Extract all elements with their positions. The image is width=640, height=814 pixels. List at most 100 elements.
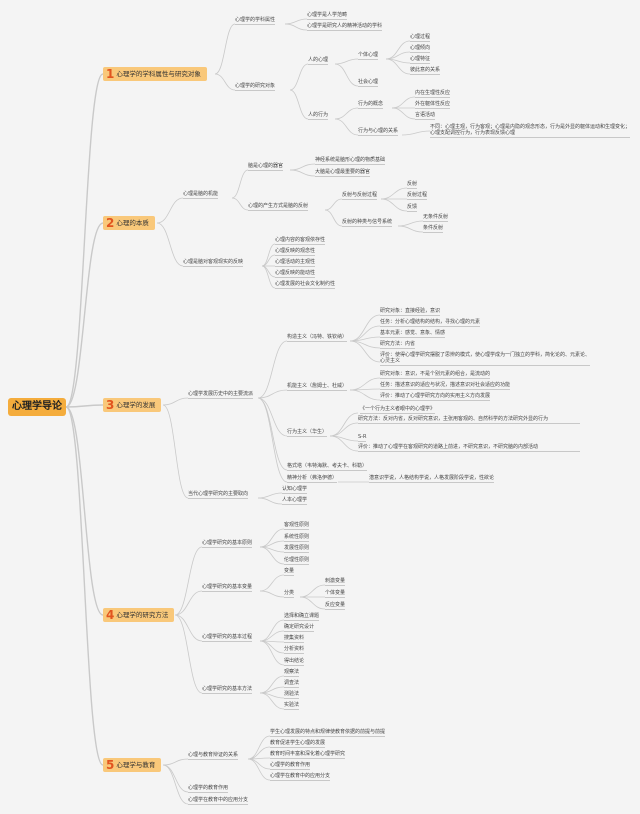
- topic-node[interactable]: 《一个行为主义者眼中的心理学》: [360, 406, 436, 414]
- topic-node[interactable]: 调查法: [284, 680, 300, 688]
- topic-node[interactable]: 大脑是心理最重要的器官: [315, 169, 371, 177]
- topic-node[interactable]: 行为与心理的关系: [358, 128, 399, 136]
- topic-node[interactable]: 个体心理: [358, 52, 379, 60]
- topic-node[interactable]: 刺激变量: [325, 578, 346, 586]
- topic-node[interactable]: 精神分析（弗洛伊德）: [287, 475, 338, 483]
- topic-node[interactable]: 心理过程: [410, 34, 431, 42]
- topic-node[interactable]: 内在生理性反应: [415, 90, 451, 98]
- topic-node[interactable]: 认知心理学: [282, 486, 308, 494]
- topic-node[interactable]: 无条件反射: [423, 214, 449, 222]
- topic-node[interactable]: 当代心理学研究的主要取向: [188, 491, 249, 499]
- topic-node[interactable]: 心理学的研究对象: [235, 83, 276, 91]
- topic-node[interactable]: 反射的种类与信号系统: [342, 219, 393, 227]
- topic-node[interactable]: 任务：分析心理结构的结构，寻找心理的元素: [380, 319, 481, 327]
- topic-node[interactable]: 研究方法：内省: [380, 341, 416, 349]
- topic-node[interactable]: 评价：使得心理学研究摆脱了思辨的模式，使心理学成为一门独立的学科，简化论的、元素…: [380, 352, 591, 366]
- topic-node[interactable]: 行为的概念: [358, 101, 384, 109]
- topic-node[interactable]: 条件反射: [423, 225, 444, 233]
- topic-node[interactable]: 反应变量: [325, 602, 346, 610]
- topic-node[interactable]: 系统性原则: [284, 534, 310, 542]
- root-topic[interactable]: 心理学导论: [8, 398, 66, 416]
- topic-node[interactable]: 构造主义（冯特、铁钦纳）: [287, 334, 348, 342]
- topic-node[interactable]: 观察法: [284, 669, 300, 677]
- topic-node[interactable]: 评价：推动了心理学研究方向的实用主义方向发展: [380, 393, 491, 401]
- topic-node[interactable]: 个体变量: [325, 590, 346, 598]
- topic-node[interactable]: 心理学在教育中的应用分支: [270, 773, 331, 781]
- topic-node[interactable]: 心理学是研究人的精神活动的学科: [307, 23, 383, 31]
- connector-line: [231, 197, 249, 211]
- topic-node[interactable]: 伦理性原则: [284, 557, 310, 565]
- topic-node[interactable]: 格式塔（韦特海默、考夫卡、科勒）: [287, 463, 368, 471]
- topic-node[interactable]: 行为主义（华生）: [287, 429, 328, 437]
- topic-node[interactable]: 外在躯体性反应: [415, 101, 451, 109]
- topic-node[interactable]: 教育促进学生心理的发展: [270, 740, 326, 748]
- topic-node[interactable]: 心理学的教育作用: [270, 762, 311, 770]
- topic-node[interactable]: 教育时间丰富和深化着心理学研究: [270, 751, 346, 759]
- topic-node[interactable]: 学生心理发展的特点和规律使教育依据的前提与前提: [270, 729, 386, 737]
- topic-node[interactable]: 分类: [284, 590, 295, 598]
- topic-node[interactable]: 客观性原则: [284, 522, 310, 530]
- topic-node[interactable]: 心理特征: [410, 56, 431, 64]
- topic-node[interactable]: 心理学在教育中的应用分支: [188, 797, 249, 805]
- topic-node[interactable]: 心理是脑的机能: [183, 191, 219, 199]
- topic-node[interactable]: 分析资料: [284, 646, 305, 654]
- topic-node[interactable]: 研究对象：意识，不是个别元素的组合，是流动的: [380, 371, 491, 379]
- topic-node[interactable]: 人的行为: [308, 112, 329, 120]
- topic-node[interactable]: 潜意识学说，人格结构学说，人格发展阶段学说，性欲论: [369, 475, 495, 483]
- topic-node[interactable]: 发展性原则: [284, 545, 310, 553]
- topic-node[interactable]: 彼此意的关系: [410, 67, 441, 75]
- topic-node[interactable]: 研究方法：反对内省，反对研究意识，主张用客观的、自然科学的方法研究外显的行为: [358, 416, 580, 424]
- topic-node[interactable]: 心理内容的客观依存性: [275, 237, 326, 245]
- topic-node[interactable]: 心理活动的主观性: [275, 259, 316, 267]
- topic-node[interactable]: S-R: [358, 434, 367, 442]
- topic-node[interactable]: 言语活动: [415, 112, 436, 120]
- topic-node[interactable]: 心理反映的能动性: [275, 270, 316, 278]
- connector-line: [349, 377, 381, 391]
- topic-node[interactable]: 心理是脑对客观现实的反映: [183, 259, 244, 267]
- connector-line: [284, 23, 308, 31]
- topic-node[interactable]: 脑是心理的器官: [248, 163, 284, 171]
- topic-node[interactable]: 变量: [284, 568, 295, 576]
- topic-node[interactable]: 反射与反射过程: [342, 192, 378, 200]
- topic-node[interactable]: 神经系统是脑形心理的物质基础: [315, 157, 386, 165]
- topic-node[interactable]: 心理的产生方式是脑的反射: [248, 203, 309, 211]
- topic-node[interactable]: 实验法: [284, 702, 300, 710]
- topic-node[interactable]: 研究对象：直接经验，意识: [380, 308, 441, 316]
- topic-node[interactable]: 人本心理学: [282, 497, 308, 505]
- topic-node[interactable]: 心理学研究的基本方法: [202, 686, 253, 694]
- topic-node[interactable]: 心理反映的观念性: [275, 248, 316, 256]
- connector-line: [247, 735, 271, 760]
- topic-node[interactable]: 心理学研究的基本过程: [202, 634, 253, 642]
- topic-node[interactable]: 任务：描述意识的适应与状况，描述意识对社会适应的功能: [380, 382, 511, 390]
- connector-line: [247, 758, 271, 770]
- topic-node[interactable]: 测验法: [284, 691, 300, 699]
- topic-node[interactable]: 反馈: [407, 204, 418, 212]
- topic-node[interactable]: 社会心理: [358, 79, 379, 87]
- topic-node[interactable]: 得出结论: [284, 658, 305, 666]
- topic-node[interactable]: 心理倾向: [410, 45, 431, 53]
- topic-node[interactable]: 选择和确立课题: [284, 613, 320, 621]
- topic-node[interactable]: 心理学的学科属性: [235, 17, 276, 25]
- topic-node[interactable]: 机能主义（詹姆士、杜威）: [287, 383, 348, 391]
- topic-node[interactable]: 人的心理: [308, 57, 329, 65]
- topic-node[interactable]: 确定研究设计: [284, 624, 315, 632]
- topic-node[interactable]: 心理学发展历史中的主要流派: [188, 391, 254, 399]
- topic-node[interactable]: 心理学是人学范畴: [307, 12, 348, 20]
- topic-node[interactable]: 不同：心理主观，行为客观；心理是内隐的观念形态，行为是外显的躯体运动和生理变化；…: [430, 124, 631, 138]
- topic-node[interactable]: 搜集资料: [284, 635, 305, 643]
- topic-node[interactable]: 心理学的教育作用: [188, 785, 229, 793]
- topic-node[interactable]: 心理与教育辩证的关系: [188, 752, 239, 760]
- topic-node[interactable]: 反射过程: [407, 192, 428, 200]
- topic-node[interactable]: 反射: [407, 181, 418, 189]
- topic-node[interactable]: 心理学研究的基本变量: [202, 584, 253, 592]
- topic-node[interactable]: 心理发展的社会文化制约性: [275, 281, 336, 289]
- topic-node[interactable]: 基本元素：感觉、意象、情感: [380, 330, 446, 338]
- connector-line: [329, 422, 359, 437]
- topic-node[interactable]: 评价：推动了心理学在客观研究的道路上前进，不研究意识，不研究脑的内部活动: [358, 444, 580, 452]
- topic-node[interactable]: 心理学研究的基本原则: [202, 540, 253, 548]
